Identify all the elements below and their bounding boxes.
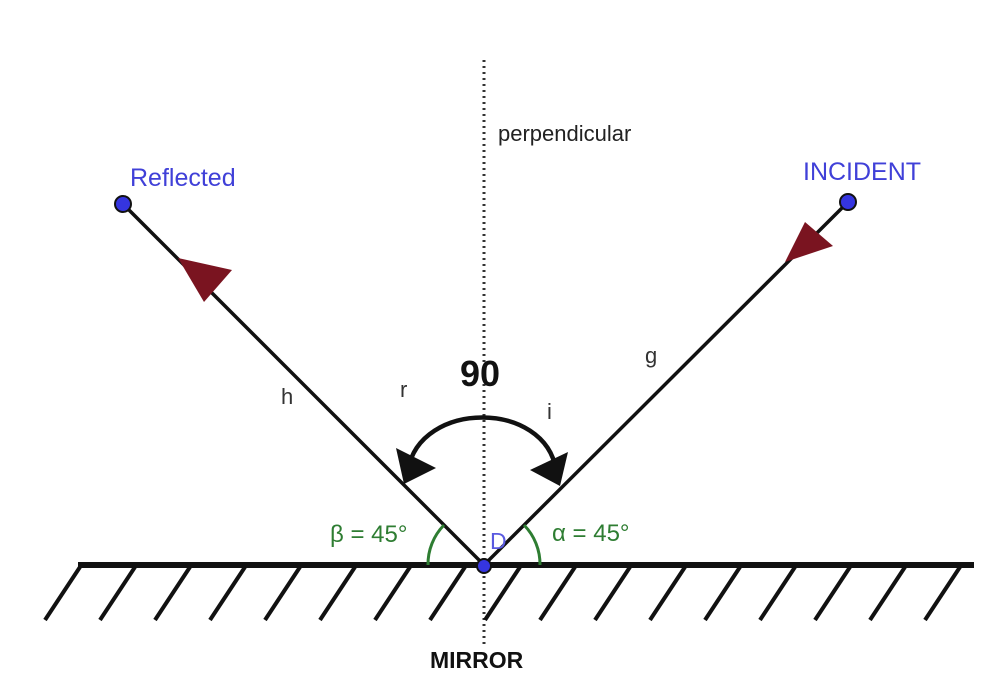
incident-ray-arrowhead <box>785 222 833 262</box>
perpendicular-label: perpendicular <box>498 121 631 146</box>
ray-g-label: g <box>645 343 657 368</box>
mirror-label: MIRROR <box>430 647 524 673</box>
incident-label: INCIDENT <box>803 158 921 186</box>
point-D <box>476 558 492 574</box>
reflected-ray-h <box>121 202 486 567</box>
mirror-hatching <box>43 565 962 622</box>
angle-i-label: i <box>547 399 552 424</box>
reflected-endpoint <box>114 195 132 213</box>
ray-h-label: h <box>281 384 293 409</box>
incident-ray-g <box>482 200 850 567</box>
point-D-label: D <box>490 528 507 554</box>
reflected-ray-arrowhead <box>178 258 232 302</box>
reflected-label: Reflected <box>130 164 236 192</box>
beta-angle-arc <box>426 523 446 566</box>
incident-endpoint <box>839 193 857 211</box>
alpha-angle-label: α = 45° <box>552 520 630 547</box>
right-angle-arrowhead-right <box>530 452 568 486</box>
angle-r-label: r <box>400 377 407 402</box>
alpha-angle-arc <box>522 523 542 566</box>
right-angle-arc <box>405 415 559 471</box>
right-angle-arrowhead-left <box>396 448 436 484</box>
ninety-degree-label: 90 <box>460 353 500 394</box>
beta-angle-label: β = 45° <box>330 521 407 548</box>
